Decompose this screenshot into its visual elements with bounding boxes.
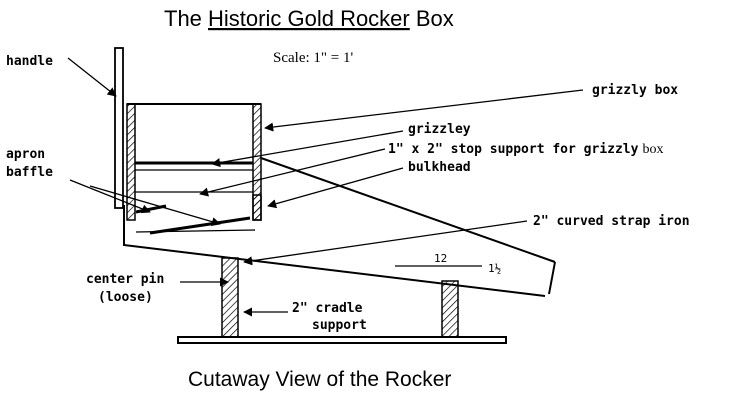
leader-strap-iron <box>243 220 528 266</box>
leader-bulkhead <box>267 167 404 209</box>
label-grizzley: grizzley <box>408 122 471 137</box>
rocker-bottom <box>123 205 546 297</box>
dimension-12: 12 <box>434 252 447 265</box>
label-stop-support-box: box <box>642 142 663 157</box>
leader-grizzley <box>211 130 404 168</box>
diagram-caption: Cutaway View of the Rocker <box>188 368 451 391</box>
leader-stop-support <box>199 148 386 197</box>
rocker-top-side <box>260 157 556 263</box>
lower-baffle <box>135 229 256 233</box>
cradle-support-left <box>221 257 239 340</box>
leader-handle <box>67 57 117 97</box>
rocker-end <box>548 261 556 295</box>
label-apron: apron <box>6 147 45 162</box>
leader-grizzly-box <box>264 89 584 132</box>
label-cradle-line2: support <box>312 318 367 333</box>
label-strap-iron: 2" curved strap iron <box>533 214 690 229</box>
label-grizzly-box: grizzly box <box>592 83 678 98</box>
leader-baffle <box>89 185 221 227</box>
label-cradle-line1: 2" cradle <box>292 301 363 316</box>
title-underlined: Historic Gold Rocker <box>208 6 410 31</box>
cradle-support-right <box>441 280 459 340</box>
label-loose: (loose) <box>98 290 153 305</box>
cradle-base <box>177 336 507 344</box>
handle-bar <box>114 47 124 209</box>
label-baffle: baffle <box>6 165 53 180</box>
label-handle: handle <box>6 54 53 69</box>
diagram-title: The Historic Gold Rocker Box <box>164 6 454 31</box>
baffle-board <box>149 216 251 235</box>
label-stop-support-main: 1" x 2" stop support for grizzly <box>388 142 639 157</box>
title-suffix: Box <box>410 6 454 31</box>
title-prefix: The <box>164 6 208 31</box>
label-center-pin: center pin <box>86 272 164 287</box>
dimension-1-half: 1½ <box>488 262 501 275</box>
label-bulkhead: bulkhead <box>408 160 471 175</box>
scale-text: Scale: 1" = 1' <box>273 50 353 66</box>
leader-apron <box>69 179 151 214</box>
bulkhead-wall <box>252 194 262 221</box>
